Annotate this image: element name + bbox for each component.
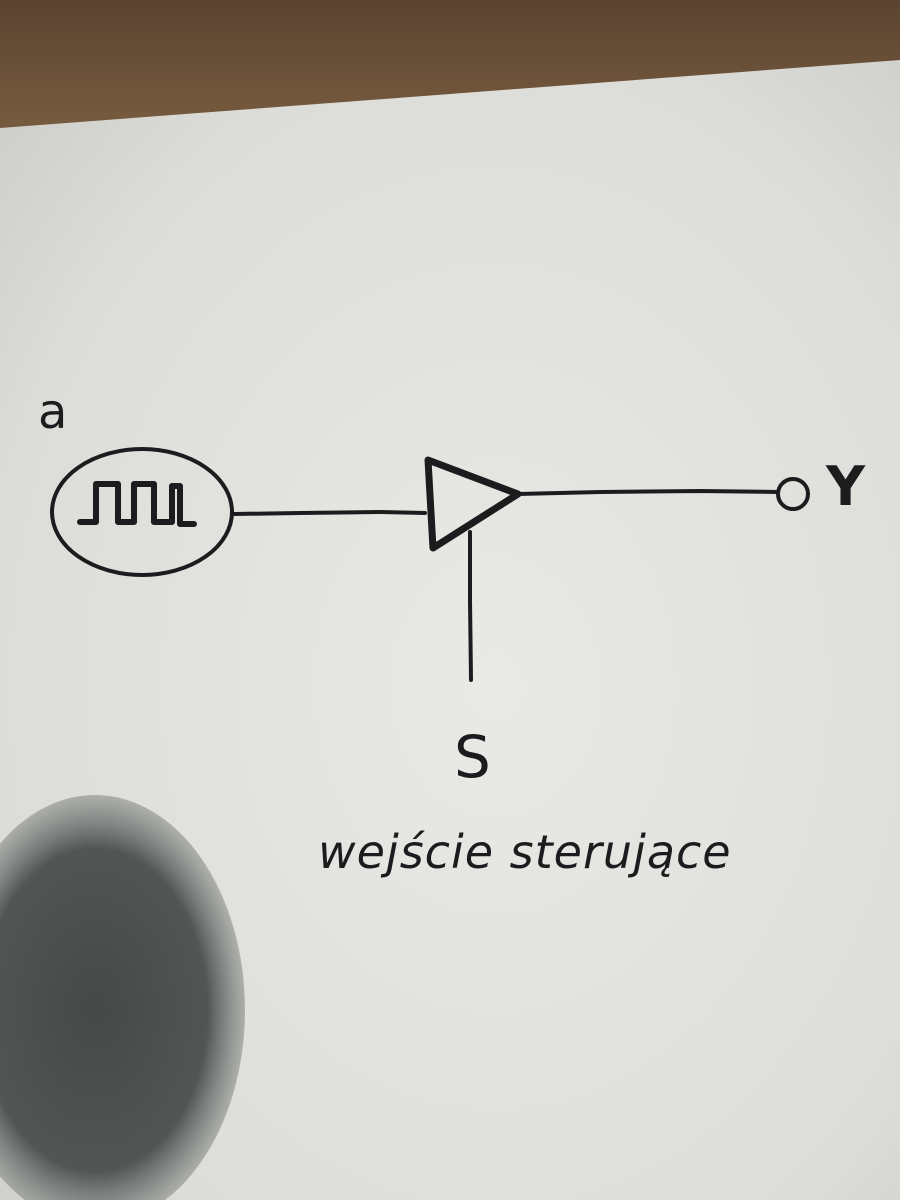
square-wave-icon	[77, 481, 197, 527]
output-terminal	[776, 477, 810, 511]
output-wire	[516, 489, 780, 496]
shadow-blob	[0, 795, 245, 1200]
buffer-gate	[424, 456, 522, 552]
control-wire	[468, 530, 473, 682]
control-label: S	[454, 723, 491, 791]
control-caption: wejście sterujące	[318, 825, 732, 879]
output-label: Y	[825, 455, 866, 518]
source-label: a	[38, 384, 67, 440]
square-wave-source	[50, 447, 234, 577]
input-wire	[232, 510, 427, 516]
